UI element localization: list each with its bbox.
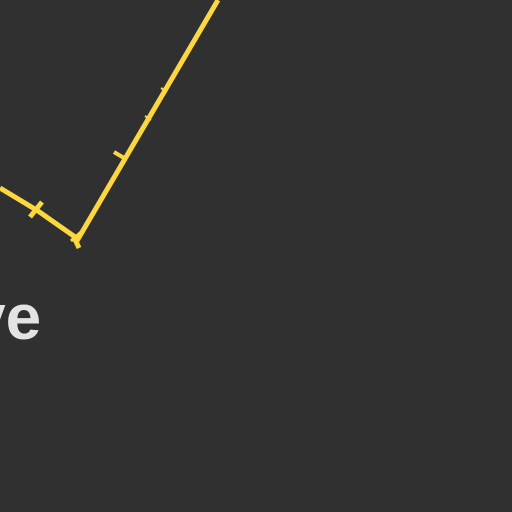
route-tick bbox=[70, 233, 82, 250]
route-tick bbox=[28, 200, 44, 219]
route-tick bbox=[144, 115, 152, 121]
route-tick bbox=[160, 87, 168, 93]
route-tick bbox=[112, 150, 126, 160]
street-label: ve bbox=[0, 281, 42, 353]
road-route[interactable] bbox=[0, 0, 221, 243]
